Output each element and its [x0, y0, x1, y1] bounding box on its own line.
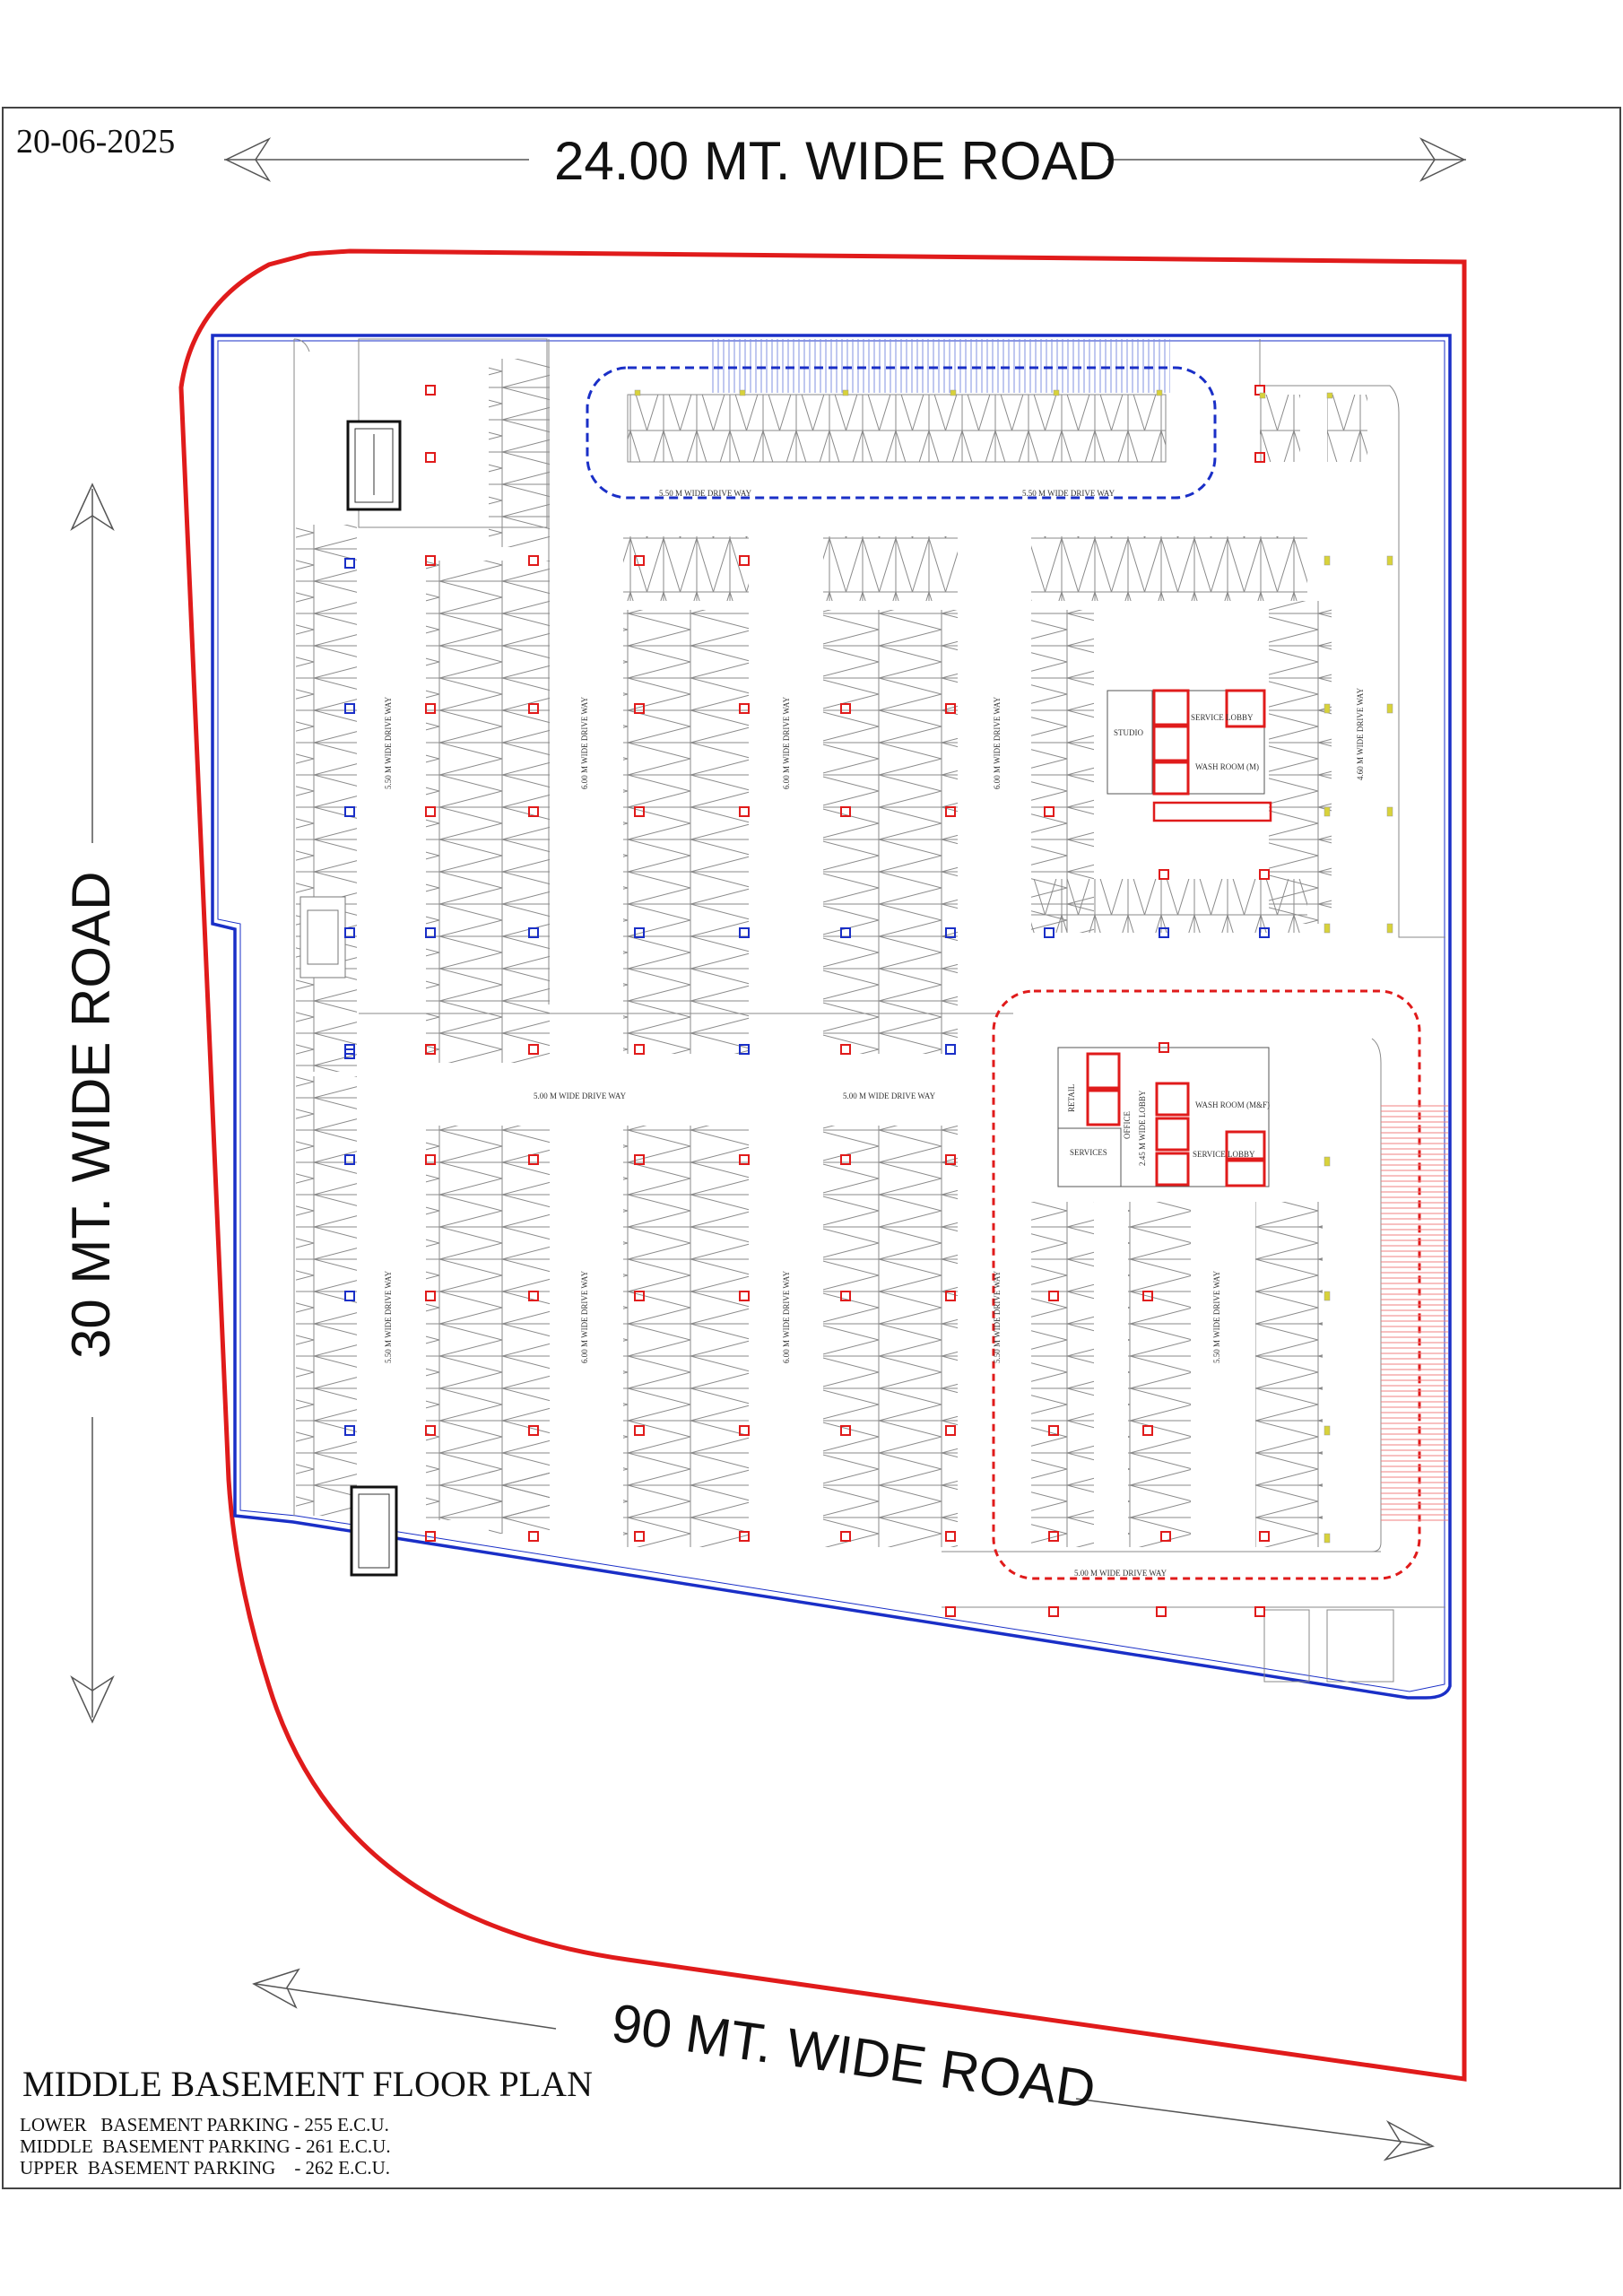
arrow-left-icon [252, 1968, 300, 2009]
arrow-right-icon [1419, 137, 1466, 182]
driveway-vertical-2-lower: 6.00 M WIDE DRIVE WAY [580, 1270, 589, 1363]
stat-lower-basement: LOWER BASEMENT PARKING - 255 E.C.U. [20, 2114, 389, 2135]
ramp-hatch [1381, 1101, 1448, 1523]
site-boundary [178, 248, 1467, 2082]
basement-outline [211, 334, 1452, 1700]
arrow-down-icon [70, 1674, 115, 1724]
parking-blocks [296, 359, 1332, 1547]
west-road-indicator: 30 MT. WIDE ROAD [61, 483, 121, 1724]
plan-title: MIDDLE BASEMENT FLOOR PLAN [22, 2064, 593, 2104]
top-parking-zone [586, 366, 1217, 500]
driveway-mid-left: 5.00 M WIDE DRIVE WAY [534, 1091, 627, 1100]
driveway-bottom: 5.00 M WIDE DRIVE WAY [1074, 1569, 1167, 1578]
south-road-label: 90 MT. WIDE ROAD [608, 1993, 1098, 2120]
columns-red [425, 385, 1270, 1617]
driveway-top-left: 5.50 M WIDE DRIVE WAY [659, 489, 752, 498]
core-upper: STUDIO SERVICE LOBBY WASH ROOM (M) [1107, 689, 1272, 822]
room-services: SERVICES [1070, 1148, 1107, 1157]
driveway-vertical-5-right: 4.60 M WIDE DRIVE WAY [1356, 687, 1365, 780]
room-office: OFFICE [1123, 1110, 1132, 1139]
driveway-vertical-3-lower: 6.00 M WIDE DRIVE WAY [782, 1270, 791, 1363]
staircase-bottom [350, 1485, 398, 1577]
stat-middle-basement: MIDDLE BASEMENT PARKING - 261 E.C.U. [20, 2135, 391, 2157]
arrow-left-icon [224, 137, 272, 182]
arrow-up-icon [70, 483, 115, 532]
room-service-lobby-upper: SERVICE LOBBY [1191, 713, 1254, 722]
north-road-label: 24.00 MT. WIDE ROAD [554, 131, 1116, 191]
sheet-border [2, 107, 1621, 2189]
driveway-mid-right: 5.00 M WIDE DRIVE WAY [843, 1091, 936, 1100]
core-lower: RETAIL OFFICE 2.45 M WIDE LOBBY WASH ROO… [1057, 1047, 1270, 1187]
columns-blue [344, 558, 1270, 1436]
markers-yellow [634, 389, 1393, 1544]
stat-upper-basement: UPPER BASEMENT PARKING - 262 E.C.U. [20, 2157, 390, 2179]
driveway-top-right: 5.50 M WIDE DRIVE WAY [1022, 489, 1115, 498]
driveway-vertical-4-upper: 6.00 M WIDE DRIVE WAY [993, 696, 1002, 789]
room-retail: RETAIL [1067, 1084, 1076, 1112]
room-service-lobby-lower: SERVICE LOBBY [1193, 1150, 1255, 1159]
arrow-right-icon [1383, 2120, 1435, 2161]
driveway-vertical-7-lower: 5.50 M WIDE DRIVE WAY [1212, 1270, 1221, 1363]
room-studio: STUDIO [1114, 728, 1143, 737]
room-lobby: 2.45 M WIDE LOBBY [1138, 1090, 1147, 1166]
driveway-vertical-2-upper: 6.00 M WIDE DRIVE WAY [580, 696, 589, 789]
driveway-vertical-1-upper: 5.50 M WIDE DRIVE WAY [384, 696, 393, 789]
top-parking-strip [586, 339, 1367, 500]
driveway-vertical-1-lower: 5.50 M WIDE DRIVE WAY [384, 1270, 393, 1363]
west-road-label: 30 MT. WIDE ROAD [61, 872, 121, 1359]
staircase-mid [299, 896, 346, 978]
staircase-top [346, 420, 402, 511]
north-road-indicator: 24.00 MT. WIDE ROAD [224, 131, 1466, 191]
driveway-vertical-6-lower: 5.50 M WIDE DRIVE WAY [993, 1270, 1002, 1363]
driveway-labels: 5.50 M WIDE DRIVE WAY 5.50 M WIDE DRIVE … [384, 489, 1365, 1578]
room-washroom-m: WASH ROOM (M) [1195, 762, 1259, 771]
drawing-date: 20-06-2025 [16, 123, 175, 161]
room-washroom-mf: WASH ROOM (M&F) [1195, 1100, 1270, 1109]
driveway-vertical-3-upper: 6.00 M WIDE DRIVE WAY [782, 696, 791, 789]
